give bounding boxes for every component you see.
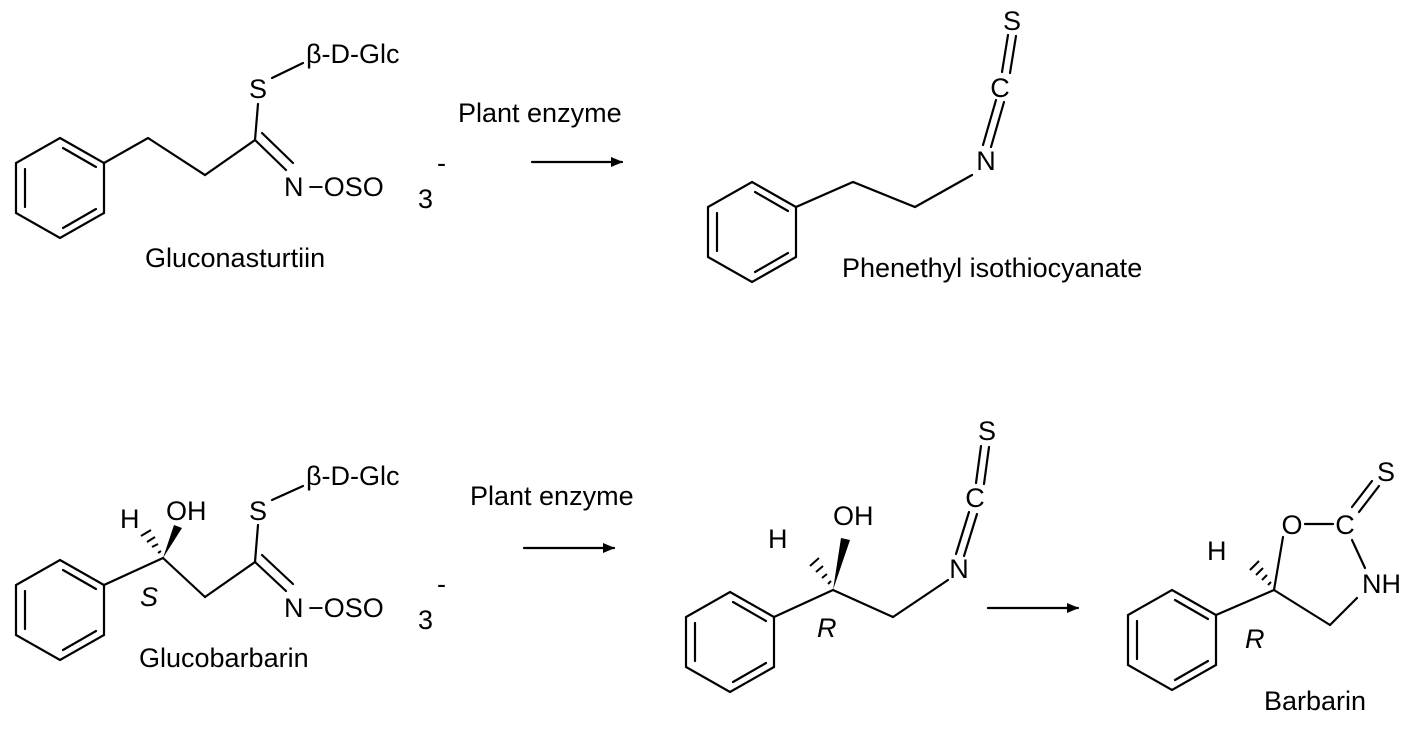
sulfur-atom: S (978, 416, 996, 446)
hydroxyl-group: OH (833, 501, 874, 531)
sulfur-atom: S (249, 74, 267, 104)
glucose-label: β-D-Glc (306, 461, 400, 491)
wedge-bond-oh (833, 538, 850, 590)
c-n-double-bond (253, 560, 288, 593)
ch2-c-bond (203, 560, 257, 599)
ring-chiral-bond (1214, 588, 1276, 617)
n-c-double-bond (981, 98, 998, 147)
s-glc-bond (270, 484, 305, 502)
c-n-double-bond-2 (260, 131, 295, 165)
stereo-descriptor: R (817, 613, 837, 643)
hydrogen-atom: H (1207, 536, 1227, 566)
n-c-double-bond (954, 510, 971, 556)
c-s-double-bond-2 (982, 445, 991, 486)
phenethyl-isothiocyanate-name: Phenethyl isothiocyanate (842, 253, 1142, 283)
sulfur-atom: S (249, 496, 267, 526)
sulfate-subscript: 3 (418, 605, 433, 635)
sulfur-atom: S (1003, 6, 1021, 36)
c-s-bond (253, 523, 260, 564)
ch2-n-bond (891, 578, 950, 619)
chiral-ch2-bond (161, 556, 207, 599)
chiral-o-bond (1272, 535, 1285, 592)
benzene-ring (14, 558, 106, 662)
c-s-bond (253, 102, 260, 142)
hydrogen-atom: H (768, 524, 788, 554)
stereo-descriptor: R (1245, 624, 1265, 654)
barbarin-structure: H O C S NH R Barbarin (1126, 457, 1401, 716)
nitrogen-atom: N (284, 593, 304, 623)
chiral-ch2-bond (831, 588, 895, 619)
sulfate-group: −OSO (308, 172, 384, 202)
benzene-ring (684, 590, 776, 694)
hashed-bond-h (140, 529, 162, 554)
gluconasturtiin-structure: S β-D-Glc N −OSO 3 - Gluconasturtiin (14, 39, 446, 273)
nh-group: NH (1362, 569, 1401, 599)
s-glc-bond (270, 61, 305, 80)
carbon-atom: C (990, 73, 1010, 103)
c-s-double-bond (1350, 479, 1374, 509)
arrow-label-2: Plant enzyme (470, 481, 634, 511)
glucobarbarin-structure: H OH S S β-D-Glc N −OSO 3 - Glucobarbari… (14, 461, 446, 673)
glucose-label: β-D-Glc (306, 39, 400, 69)
phenethyl-isothiocyanate-structure: S C N Phenethyl isothiocyanate (706, 6, 1142, 284)
ethyl-chain (794, 173, 974, 209)
nitrogen-atom: N (284, 172, 304, 202)
propyl-chain (102, 136, 257, 177)
sulfur-atom: S (1377, 457, 1395, 487)
oxygen-atom: O (1281, 510, 1302, 540)
hashed-bond-h (809, 557, 832, 585)
nitrogen-atom: N (976, 146, 996, 176)
negative-charge: - (437, 569, 446, 599)
c-s-double-bond (1000, 33, 1010, 74)
gluconasturtiin-name: Gluconasturtiin (145, 243, 325, 273)
benzene-ring (1126, 588, 1218, 692)
c-n-double-bond-2 (260, 553, 295, 586)
glucobarbarin-name: Glucobarbarin (139, 643, 309, 673)
negative-charge: - (437, 148, 446, 178)
nitrogen-atom: N (949, 554, 969, 584)
ch2-chiral-bond (1272, 588, 1332, 627)
hashed-bond-h (1249, 560, 1272, 586)
n-c-double-bond-2 (962, 512, 979, 558)
c-s-double-bond (974, 444, 983, 485)
sulfate-group: −OSO (308, 593, 384, 623)
ring-chiral-bond (102, 556, 165, 587)
c-s-double-bond-2 (1008, 34, 1018, 75)
ring-chiral-bond (772, 588, 835, 619)
stereo-descriptor: S (140, 582, 158, 612)
nh-ch2-bond (1328, 596, 1359, 627)
benzene-ring (706, 180, 798, 284)
arrow-label-1: Plant enzyme (458, 98, 622, 128)
barbarin-name: Barbarin (1264, 686, 1366, 716)
c-s-double-bond-2 (1357, 484, 1381, 514)
hydroxy-isothiocyanate-structure: H OH R S C N (684, 416, 996, 694)
wedge-bond-oh (163, 525, 182, 558)
benzene-ring (14, 136, 106, 240)
hydrogen-atom: H (120, 504, 140, 534)
c-n-double-bond (253, 138, 288, 172)
c-nh-bond (1350, 538, 1367, 570)
sulfate-subscript: 3 (418, 184, 433, 214)
carbon-atom: C (1335, 510, 1355, 540)
n-c-double-bond-2 (989, 100, 1006, 149)
carbon-atom: C (965, 483, 985, 513)
hydroxyl-group: OH (166, 496, 207, 526)
